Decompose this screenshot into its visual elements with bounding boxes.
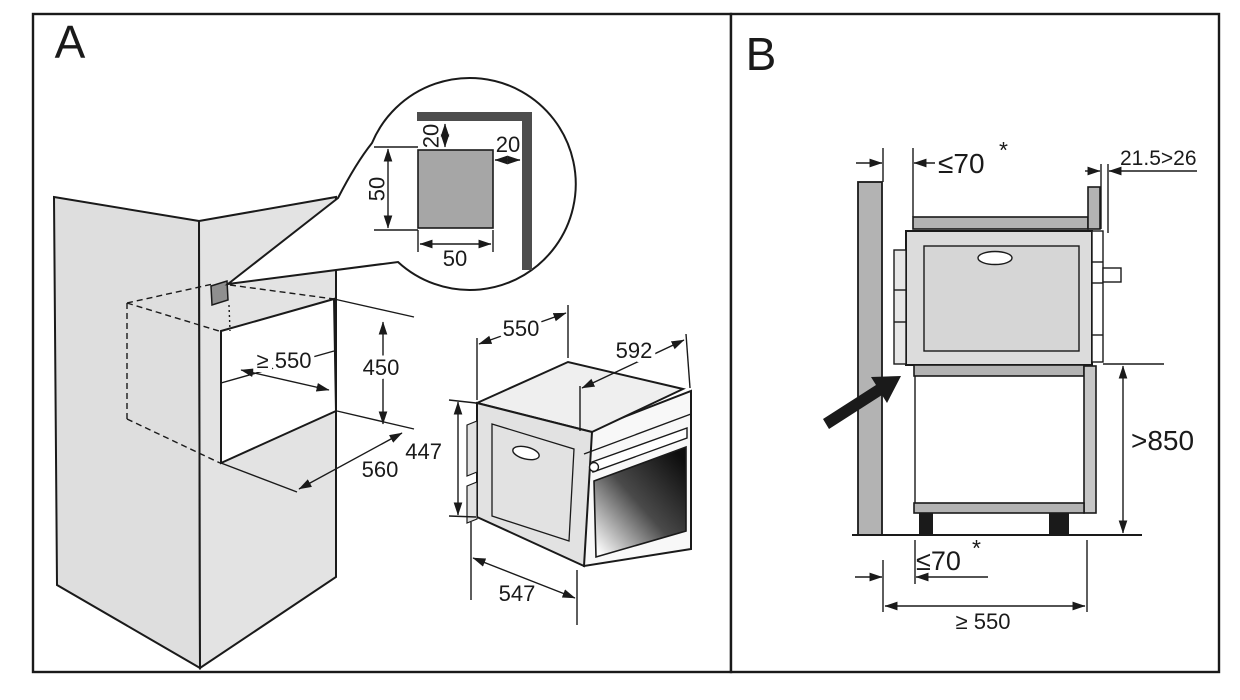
oven-width-label: 592: [616, 338, 653, 363]
inset-side-label: 20: [496, 132, 520, 157]
oven-height-label: 447: [405, 439, 442, 464]
cabinet-depth-label: ≥ 550: [956, 609, 1011, 634]
oven-bottom-depth-label: 547: [499, 581, 536, 606]
inset-top-label: 20: [419, 124, 444, 148]
dim-niche-depth: ≥ 550: [240, 344, 330, 392]
balloon-outline: [224, 77, 577, 291]
niche-floor-edge: [220, 350, 335, 384]
oven-door-edge: [893, 249, 907, 365]
base-cabinet-side: [1083, 365, 1097, 514]
dim-top-clearance: ≤70 *: [856, 137, 1008, 217]
panel-b: B: [729, 12, 1221, 674]
installation-direction-arrow-icon: [823, 376, 901, 429]
side-wall: [857, 181, 883, 536]
dim-hole-height: 50: [365, 146, 418, 231]
panel-b-label: B: [746, 28, 777, 80]
bottom-clearance-star: *: [972, 535, 981, 561]
oven-side-panel: [491, 423, 575, 542]
dim-oven-width: 592: [579, 333, 691, 431]
oven-door-window: [593, 445, 687, 559]
base-cabinet-top: [913, 364, 1085, 377]
dim-hole-width: 50: [417, 230, 494, 271]
hole-width-label: 50: [443, 246, 467, 271]
side-vent-oval: [512, 445, 540, 461]
niche-width-label: 560: [362, 457, 399, 482]
dim-rear-rail: 21.5>26: [1085, 147, 1197, 233]
handle-end-cap: [588, 461, 600, 473]
niche-hidden-edges: [126, 283, 335, 464]
dim-niche-width: 560: [220, 432, 403, 493]
worktop: [912, 216, 1089, 230]
niche-depth-label: ≥ 550: [257, 348, 312, 373]
dim-inset-side: 20: [494, 132, 521, 165]
base-cabinet: [913, 364, 1097, 535]
oven-side-view: [893, 230, 1122, 366]
dim-inset-top: 20: [419, 123, 450, 148]
vent-detail-balloon: 20 20 50 50: [224, 77, 577, 291]
worktop-height-label: >850: [1131, 425, 1194, 456]
base-cabinet-bottom: [913, 502, 1085, 514]
dim-worktop-height: >850: [1103, 363, 1194, 534]
oven-rear-strip: [1091, 230, 1104, 363]
side-vent-oval-b: [977, 250, 1013, 266]
door-edge-lower: [466, 481, 478, 524]
dim-cabinet-depth: ≥ 550: [884, 540, 1088, 634]
dim-oven-height: 447: [405, 399, 477, 518]
foot-right: [1049, 513, 1069, 535]
door-edge-upper: [466, 420, 478, 477]
dim-oven-bottom-depth: 547: [470, 522, 578, 625]
oven-isometric: [466, 360, 692, 568]
bottom-clearance-label: ≤70: [916, 546, 961, 576]
panel-a-label: A: [55, 16, 86, 68]
oven-top-depth-label: 550: [503, 316, 540, 341]
oven-side-face: [476, 401, 594, 568]
vent-square: [210, 279, 229, 307]
cutout-square: [417, 149, 494, 229]
panel-a: A: [31, 12, 733, 674]
rear-rail-label: 21.5>26: [1120, 147, 1197, 170]
dim-oven-top-depth: 550: [476, 305, 569, 400]
top-clearance-star: *: [999, 137, 1008, 163]
hole-height-label: 50: [365, 177, 390, 201]
dim-niche-height: 450: [333, 298, 415, 430]
top-clearance-label: ≤70: [938, 148, 985, 179]
rear-rail: [1087, 186, 1101, 230]
control-band-line: [583, 413, 692, 455]
foot-left: [919, 513, 933, 535]
rear-knob: [1102, 267, 1122, 283]
dim-bottom-clearance: ≤70 *: [855, 535, 988, 612]
niche-height-label: 450: [363, 355, 400, 380]
